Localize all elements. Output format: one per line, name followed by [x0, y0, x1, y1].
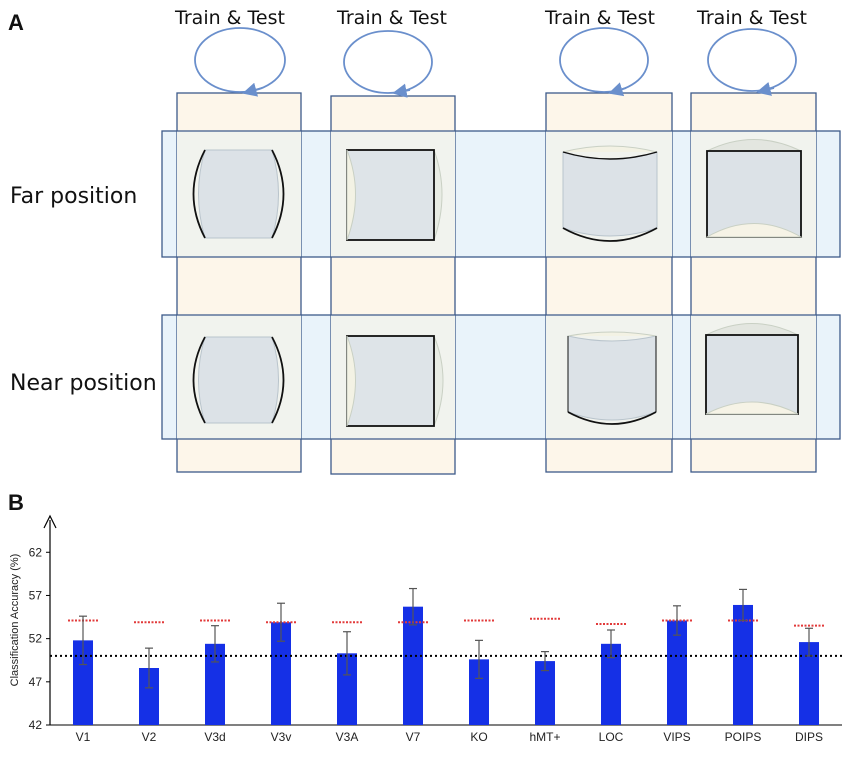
bars [73, 604, 819, 725]
flat-box-shape [705, 139, 803, 238]
threshold-lines [68, 617, 824, 627]
bar [535, 661, 555, 725]
x-tick-label: KO [470, 730, 487, 744]
y-tick-label: 42 [29, 718, 43, 732]
x-tick-label: V3d [204, 730, 225, 744]
flat-box-shape [346, 335, 444, 427]
x-tick-label: V1 [76, 730, 91, 744]
error-bar [805, 627, 813, 657]
bar [667, 620, 687, 725]
curved-cylinder-shape [192, 336, 285, 424]
far-position-label: Far position [10, 184, 137, 209]
train-test-label: Train & Test [544, 7, 655, 29]
y-tick-label: 62 [29, 545, 43, 559]
x-tick-label: V3v [271, 730, 292, 744]
loop-arrow-icon [343, 30, 433, 94]
curved-cylinder-shape [567, 331, 657, 425]
column-1: Train & Test [174, 7, 302, 473]
error-bar [211, 625, 219, 663]
x-tick-label: VIPS [663, 730, 690, 744]
x-tick-labels: V1 V2 V3d V3v V3A V7 KO hMT+ LOC VIPS POIPS DIPS [76, 730, 823, 744]
bar [403, 606, 423, 725]
bar [733, 604, 753, 725]
error-bar [343, 631, 351, 676]
error-bar [541, 650, 549, 672]
y-tick-label: 47 [29, 675, 43, 689]
bar [469, 659, 489, 725]
column-2: Train & Test [330, 7, 456, 475]
column-3: Train & Test [544, 7, 673, 473]
x-tick-label: POIPS [725, 730, 762, 744]
flat-box-shape [705, 323, 799, 415]
loop-arrow-icon [194, 27, 286, 93]
flat-box-shape [346, 149, 443, 241]
bar-chart: Classification Accuracy (%) 42 47 52 57 62 V… [9, 514, 842, 744]
bar [139, 668, 159, 725]
error-bar [475, 639, 483, 679]
bar [799, 642, 819, 725]
x-tick-label: DIPS [795, 730, 823, 744]
train-test-label: Train & Test [174, 7, 285, 29]
loop-arrow-icon [559, 27, 649, 93]
bar [205, 643, 225, 725]
loop-arrow-icon [707, 28, 797, 92]
curved-cylinder-shape [562, 145, 658, 242]
x-tick-label: V2 [142, 730, 157, 744]
panel-a-letter: A [8, 10, 24, 35]
error-bar [145, 647, 153, 689]
error-bar [79, 615, 87, 666]
bar [271, 622, 291, 725]
x-tick-label: LOC [599, 730, 624, 744]
y-tick-label: 57 [29, 588, 43, 602]
error-bar [409, 587, 417, 626]
bar [73, 640, 93, 725]
train-test-label: Train & Test [336, 7, 447, 29]
bar [601, 643, 621, 725]
y-axis-label: Classification Accuracy (%) [9, 554, 21, 687]
y-axis-arrow-icon [43, 514, 57, 529]
error-bar [607, 629, 615, 659]
error-bar [673, 605, 681, 636]
error-bar [277, 602, 285, 642]
x-tick-label: V7 [406, 730, 421, 744]
x-tick-label: V3A [336, 730, 359, 744]
y-ticks: 42 47 52 57 62 [29, 545, 50, 732]
train-test-label: Train & Test [696, 7, 807, 29]
y-tick-label: 52 [29, 632, 43, 646]
column-4: Train & Test [690, 7, 817, 473]
x-tick-label: hMT+ [529, 730, 560, 744]
bar [337, 653, 357, 725]
error-bars [79, 587, 813, 689]
panel-b-letter: B [8, 490, 24, 515]
near-position-label: Near position [10, 371, 157, 396]
curved-cylinder-shape [192, 149, 285, 239]
error-bar [739, 588, 747, 622]
